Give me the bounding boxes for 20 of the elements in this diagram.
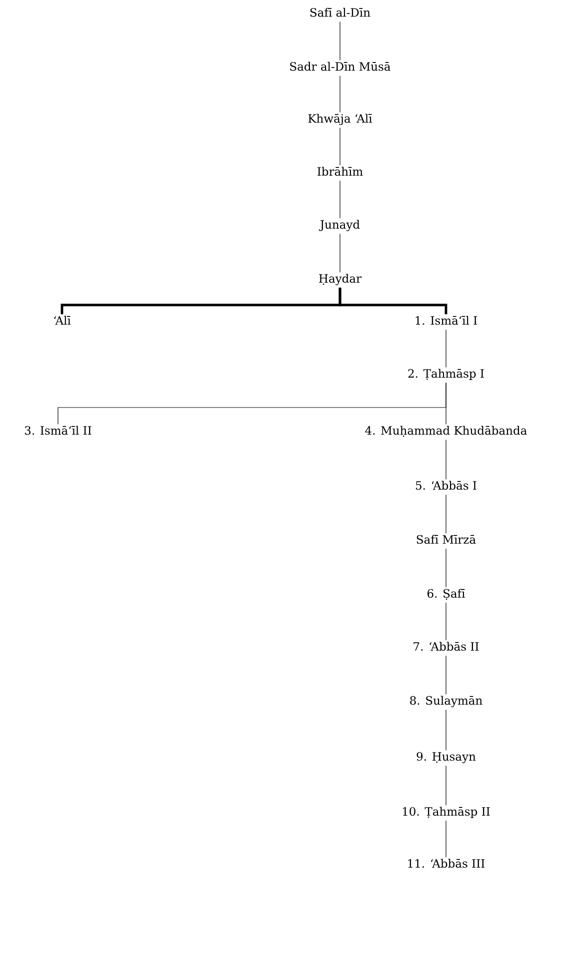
name-label: ‘Alī [54, 316, 71, 325]
name-label: 7. ‘Abbās II [414, 642, 479, 651]
name-label: 8. Sulaymān [410, 696, 482, 708]
name-label: 5. ‘Abbās I [416, 480, 476, 490]
name-label: 9. Ḥusayn [416, 752, 476, 764]
name-label: Safī Mīrzā [416, 534, 476, 544]
name-label: 2. Ṭahmāsp I [408, 368, 484, 380]
name-label: 11. ‘Abbās III [408, 858, 485, 868]
tree-line [338, 288, 448, 314]
name-label: 10. Ṭahmāsp II [402, 806, 490, 818]
name-label: 6. Ṣafī [428, 588, 465, 600]
name-label: 4. Muḥammad Khudābanda [365, 426, 527, 437]
name-label: 3. Ismā‘īl II [24, 426, 92, 435]
name-label: Ḥaydar [319, 274, 362, 286]
name-label: Khwāja ‘Alī [308, 114, 372, 126]
name-label: Safī al-Dīn [310, 8, 370, 17]
name-label: Ibrāhīm [318, 166, 363, 176]
name-label: Sadr al-Dīn Mūsā [290, 62, 390, 71]
name-label: 1. Ismā‘īl I [416, 316, 477, 325]
name-label: Junayd [318, 220, 360, 232]
